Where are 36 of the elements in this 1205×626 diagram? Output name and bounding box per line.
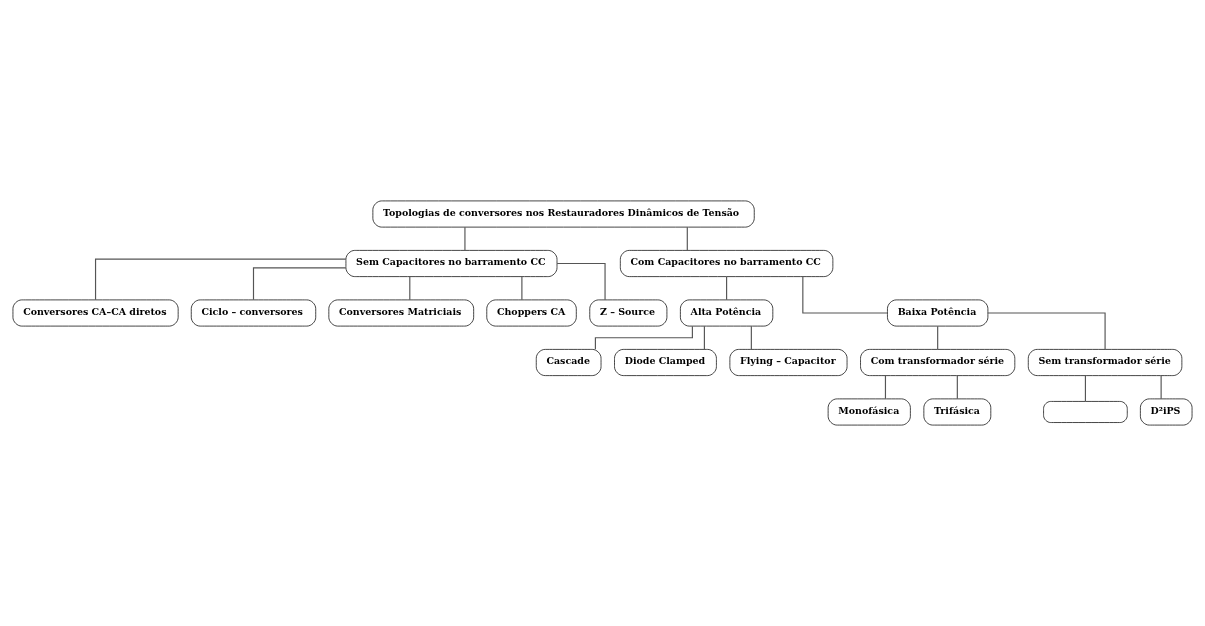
node-box: Ciclo – conversores xyxy=(190,299,317,327)
connector xyxy=(521,276,523,301)
node-box: Sem Capacitores no barramento CC xyxy=(345,250,558,277)
connector xyxy=(464,226,466,251)
node-box: Topologias de conversores nos Restauradores Dinâmicos de Tensão xyxy=(372,200,755,228)
connector xyxy=(750,325,752,350)
connector xyxy=(987,312,1106,350)
node-box: D²iPS xyxy=(1140,398,1193,426)
node-box: Com Capacitores no barramento CC xyxy=(619,250,834,277)
node-box: Choppers CA xyxy=(486,299,577,327)
connector xyxy=(956,375,958,400)
node-box: Z – Source xyxy=(589,299,668,327)
connector xyxy=(409,276,411,301)
node-box: Conversores CA–CA diretos xyxy=(12,299,179,327)
connector xyxy=(937,325,939,350)
connector xyxy=(1084,375,1086,402)
connector xyxy=(1160,375,1162,400)
node-box: Cascade xyxy=(535,349,602,376)
connector xyxy=(94,258,347,301)
connector xyxy=(556,262,606,301)
node-box: Baixa Potência xyxy=(887,299,989,327)
node-box: Diode Clamped xyxy=(614,349,717,376)
node-box: Monofásica xyxy=(827,398,911,426)
node-box: Alta Potência xyxy=(680,299,774,327)
node-box: Conversores Matriciais xyxy=(328,299,475,327)
node-box: Trifásica xyxy=(923,398,992,426)
connector xyxy=(252,267,347,301)
node-box xyxy=(1043,401,1128,423)
node-box: Flying – Capacitor xyxy=(729,349,848,376)
node-box: Sem transformador série xyxy=(1027,349,1183,376)
connector xyxy=(686,226,688,251)
connector xyxy=(802,276,888,314)
connector xyxy=(703,325,705,350)
connector xyxy=(884,375,887,400)
node-box: Com transformador série xyxy=(860,349,1016,376)
connector xyxy=(726,276,728,301)
